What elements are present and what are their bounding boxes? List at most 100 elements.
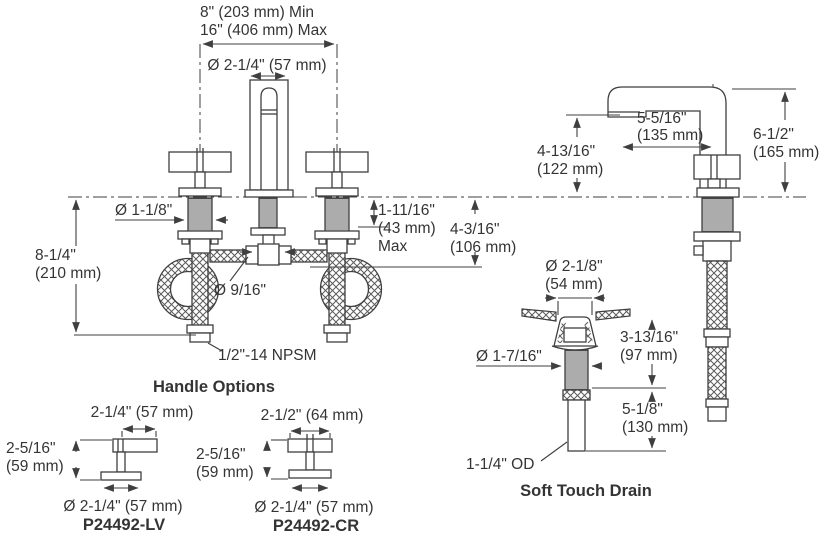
supply-hose — [191, 251, 209, 327]
supply-nut — [186, 324, 214, 334]
mounting-washer — [177, 230, 223, 240]
deck-thickness-max: Max — [378, 238, 408, 255]
lv-height-metric: (59 mm) — [6, 458, 64, 475]
supply-hose-lower — [707, 346, 727, 400]
spread-min-label: 8" (203 mm) Min — [200, 4, 314, 21]
right-handle-front — [305, 148, 369, 197]
supply-nut — [323, 324, 351, 334]
upper-height-dimension: 3-13/16" (97 mm) — [592, 319, 678, 389]
below-deck-height-dimension: 8-1/4" (210 mm) — [35, 199, 196, 336]
drain-coupling — [562, 389, 591, 401]
reach-value: 5-5/16" — [637, 110, 686, 127]
spout-front — [244, 79, 294, 198]
valve-shank — [324, 197, 350, 232]
side-below-deck — [693, 197, 741, 422]
valve-body — [189, 238, 211, 254]
flange-diameter-dimension: Ø 2-1/8" (54 mm) — [545, 258, 605, 315]
side-view: 4-13/16" (122 mm) 5-5/16" (135 mm) 6-1/2… — [537, 84, 819, 422]
lv-width-label: 2-1/4" (57 mm) — [91, 404, 194, 421]
spout-diameter-dimension: Ø 2-1/4" (57 mm) — [207, 57, 327, 80]
hose-connector — [705, 336, 729, 348]
tailpiece-od-label: 1-1/4" OD — [466, 456, 534, 473]
tee-fitting — [257, 243, 280, 266]
right-valve-assembly — [314, 197, 383, 343]
spout-shank-side — [701, 197, 734, 233]
outlet-drop-value: 4-3/16" — [450, 221, 499, 238]
valve-shank — [187, 197, 213, 232]
drain-body — [521, 308, 631, 452]
overall-height-value: 6-1/2" — [753, 126, 794, 143]
reach-metric: (135 mm) — [637, 127, 703, 144]
handle-options: Handle Options 2-1/4" (57 mm) 2-5/16" (5… — [6, 378, 374, 535]
handle-options-title: Handle Options — [153, 378, 275, 396]
outlet-height-dimension: 4-13/16" (122 mm) — [537, 114, 620, 193]
front-view: 8" (203 mm) Min 16" (406 mm) Max Ø 2-1/4… — [35, 4, 516, 364]
hose-nut-label: Ø 9/16" — [214, 282, 266, 299]
supply-thread-callout: 1/2"-14 NPSM — [207, 342, 317, 364]
supply-tee-hoses — [209, 197, 328, 266]
supply-hose-upper — [706, 260, 728, 330]
valve-body — [702, 240, 732, 262]
outlet-height-value: 4-13/16" — [537, 143, 595, 160]
deck-thickness-metric: (43 mm) — [378, 220, 436, 237]
lv-base-diameter-label: Ø 2-1/4" (57 mm) — [63, 498, 182, 515]
overall-height-metric: (165 mm) — [753, 144, 819, 161]
below-deck-height-value: 8-1/4" — [35, 247, 76, 264]
lv-lever — [112, 438, 158, 453]
below-deck-height-metric: (210 mm) — [35, 265, 101, 282]
soft-touch-cap — [563, 327, 587, 343]
hose-end-fitting — [707, 406, 727, 422]
hose-nut-callout: Ø 9/16" — [214, 256, 266, 299]
cr-bar — [287, 438, 333, 453]
outlet-drop-dimension: 4-3/16" (106 mm) — [310, 199, 516, 268]
handle-cr: 2-1/2" (64 mm) 2-5/16" (59 mm) Ø 2-1/4" … — [196, 407, 374, 535]
cr-base — [288, 469, 332, 479]
handle-side — [693, 154, 741, 198]
sink-section-right — [595, 308, 631, 321]
deck-thickness-value: 1-11/16" — [378, 202, 435, 219]
handle-lv: 2-1/4" (57 mm) 2-5/16" (59 mm) Ø 2-1/4" … — [6, 404, 193, 534]
valve-body — [326, 238, 348, 254]
spout-side — [607, 86, 727, 197]
shank-diameter-label: Ø 1-1/8" — [115, 202, 172, 219]
mounting-washer — [693, 231, 741, 242]
neck-diameter-label: Ø 1-7/16" — [476, 348, 542, 365]
spout-diameter-label: Ø 2-1/4" (57 mm) — [207, 57, 326, 74]
upper-height-metric: (97 mm) — [620, 347, 678, 364]
mounting-washer — [314, 230, 360, 240]
drain-view: Ø 2-1/8" (54 mm) Ø 1-7/16" — [466, 258, 688, 500]
drain-caption: Soft Touch Drain — [520, 482, 652, 500]
spread-dimension: 8" (203 mm) Min 16" (406 mm) Max — [200, 4, 335, 48]
lv-height-value: 2-5/16" — [6, 440, 55, 457]
cr-model: P24492-CR — [273, 517, 359, 535]
flange-diameter-value: Ø 2-1/8" — [545, 258, 602, 275]
spout-shank — [258, 197, 278, 229]
tailpiece — [567, 399, 586, 452]
outlet-drop-metric: (106 mm) — [450, 239, 516, 256]
cr-base-diameter-label: Ø 2-1/4" (57 mm) — [254, 499, 373, 516]
left-handle-front — [168, 148, 232, 197]
neck-diameter-dimension: Ø 1-7/16" — [476, 348, 602, 370]
cr-width-label: 2-1/2" (64 mm) — [261, 407, 364, 424]
outlet-height-metric: (122 mm) — [537, 161, 603, 178]
deck-thickness-dimension: 1-11/16" (43 mm) Max — [358, 199, 436, 255]
cr-height-value: 2-5/16" — [196, 446, 245, 463]
shank-diameter-dimension: Ø 1-1/8" — [115, 202, 228, 224]
lower-height-dimension: 5-1/8" (130 mm) — [586, 391, 688, 452]
lv-model: P24492-LV — [83, 516, 165, 534]
flange-diameter-metric: (54 mm) — [545, 276, 603, 293]
supply-thread-label: 1/2"-14 NPSM — [218, 347, 317, 364]
drain-threaded-neck — [564, 349, 589, 391]
upper-height-value: 3-13/16" — [620, 329, 678, 346]
left-valve-assembly — [156, 197, 223, 343]
supply-hose — [328, 251, 346, 327]
sink-section-left — [521, 308, 557, 322]
reach-dimension: 5-5/16" (135 mm) — [622, 110, 712, 151]
lower-height-metric: (130 mm) — [622, 419, 688, 436]
lv-base — [100, 471, 142, 481]
spread-max-label: 16" (406 mm) Max — [200, 22, 327, 39]
overall-height-dimension: 6-1/2" (165 mm) — [732, 88, 819, 193]
lower-height-value: 5-1/8" — [622, 401, 663, 418]
